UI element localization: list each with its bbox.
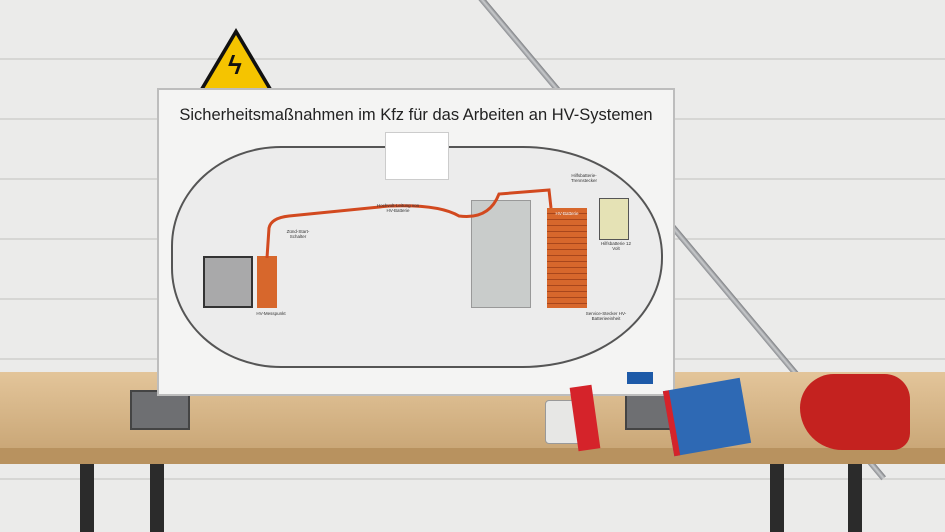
training-board: Sicherheitsmaßnahmen im Kfz für das Arbe… <box>157 88 675 396</box>
table-leg <box>80 464 94 532</box>
paper-note <box>385 132 449 180</box>
workbench-edge <box>0 448 945 464</box>
aux-battery <box>599 198 629 240</box>
label-aux-disconnect: Hilfsbatterie-Trennstecker <box>570 173 598 183</box>
warning-sign-fill <box>204 35 268 89</box>
board-title: Sicherheitsmaßnahmen im Kfz für das Arbe… <box>179 106 653 124</box>
label-measure-point: HV-Messpunkt <box>256 311 286 316</box>
label-ignition: Zünd-Start-Schalter <box>286 229 310 239</box>
hv-measure-point <box>257 256 277 308</box>
hv-battery <box>547 208 587 308</box>
tool-box <box>662 377 752 457</box>
label-hv-battery: HV-Batterie <box>555 211 579 216</box>
label-aux-battery: Hilfsbatterie 12 Volt <box>600 241 631 251</box>
label-hv-cable: Hochvolt-Leitung von HV-Batterie <box>376 203 420 213</box>
table-leg <box>150 464 164 532</box>
lightning-icon: ϟ <box>228 50 242 80</box>
hv-cable <box>265 188 553 259</box>
hv-junction-box <box>203 256 253 308</box>
label-service-plug: Service-Stecker HV-Batterieeinheit <box>585 311 627 321</box>
insulating-gloves <box>800 374 910 450</box>
table-leg <box>848 464 862 532</box>
manufacturer-logo <box>627 372 653 384</box>
table-leg <box>770 464 784 532</box>
board-stand-foot <box>130 390 190 430</box>
roof-panel <box>471 200 531 308</box>
